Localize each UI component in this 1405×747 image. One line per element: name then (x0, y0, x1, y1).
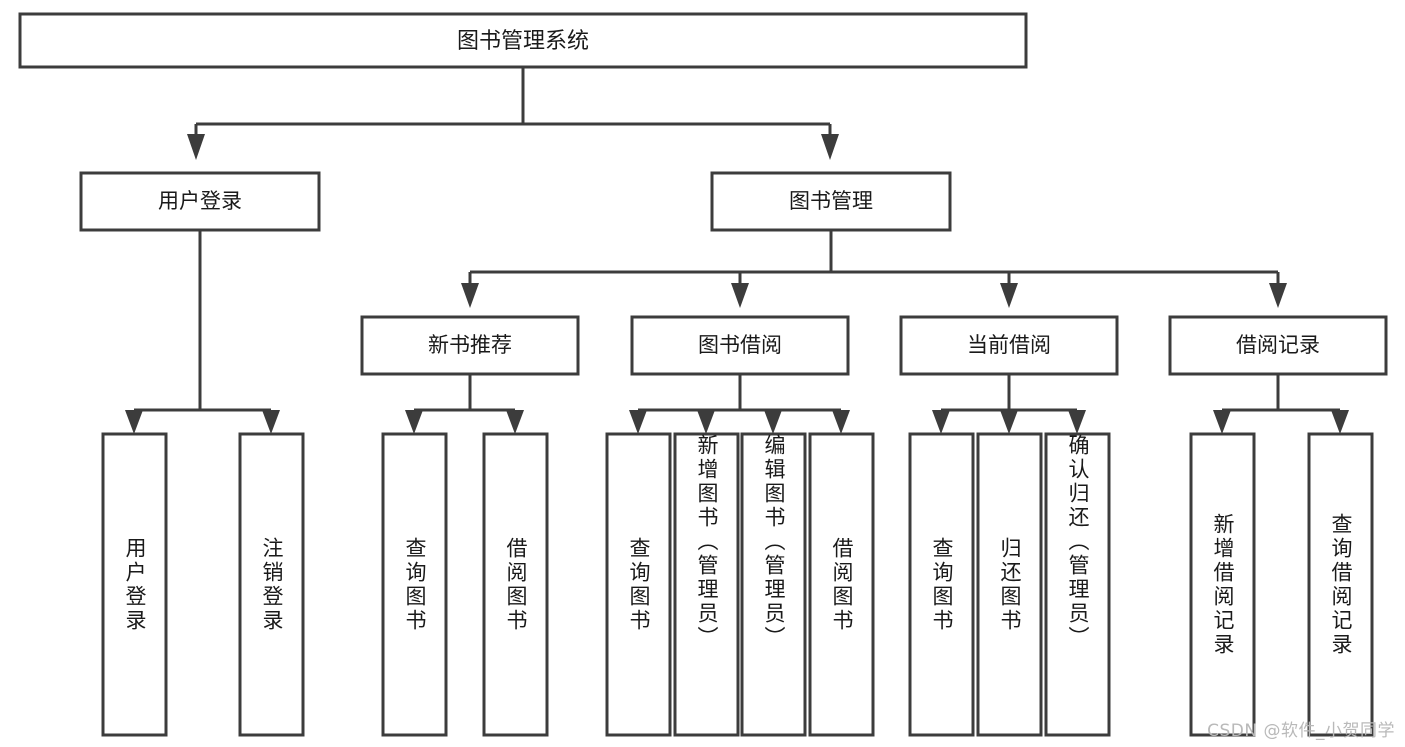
arrow-head-cb-leaf-3 (1068, 410, 1086, 434)
leaf-box-logout[interactable] (238, 432, 305, 737)
leaf-box-bb-borrow-book[interactable] (808, 432, 875, 737)
leaf-box-bb-add-book[interactable] (673, 432, 740, 737)
leaf-box-cb-confirm-return[interactable] (1044, 432, 1111, 737)
arrow-head-nb-leaf-1 (405, 410, 423, 434)
leaf-box-cb-return-book[interactable] (976, 432, 1043, 737)
user-login-label: 用户登录 (158, 189, 242, 213)
arrow-head-nb-leaf-2 (506, 410, 524, 434)
book-borrow-box[interactable] (630, 315, 850, 376)
borrow-record-label: 借阅记录 (1236, 333, 1320, 357)
book-borrow-label: 图书借阅 (698, 333, 782, 357)
current-borrow-label: 当前借阅 (967, 333, 1051, 357)
arrow-head-user-login (187, 134, 205, 160)
arrow-head-bb-leaf-3 (764, 410, 782, 434)
node-new-book-recommend[interactable]: 新书推荐 (360, 315, 580, 376)
leaf-box-user-login[interactable] (101, 432, 168, 737)
arrow-head-leaf-user-login (125, 410, 143, 434)
book-manage-label: 图书管理 (789, 189, 873, 213)
arrow-head-new-book (461, 283, 479, 308)
arrow-head-bb-leaf-2 (697, 410, 715, 434)
node-borrow-record[interactable]: 借阅记录 (1168, 315, 1388, 376)
arrow-head-borrow-record (1269, 283, 1287, 308)
arrow-head-book-manage (821, 134, 839, 160)
leaf-box-bb-query-book[interactable] (605, 432, 672, 737)
root-label: 图书管理系统 (457, 29, 589, 54)
node-book-manage[interactable]: 图书管理 (710, 171, 952, 232)
root-box[interactable] (18, 12, 1028, 69)
arrow-head-bb-leaf-1 (629, 410, 647, 434)
arrow-head-cb-leaf-2 (1000, 410, 1018, 434)
node-root[interactable]: 图书管理系统 (18, 12, 1028, 69)
node-book-borrow[interactable]: 图书借阅 (630, 315, 850, 376)
leaf-box-nb-query-book[interactable] (381, 432, 448, 737)
leaf-box-cb-query-book[interactable] (908, 432, 975, 737)
arrow-head-current-borrow (1000, 283, 1018, 308)
new-book-recommend-label: 新书推荐 (428, 333, 512, 357)
leaf-box-br-query-record[interactable] (1307, 432, 1374, 737)
arrow-head-br-leaf-1 (1213, 410, 1231, 434)
arrow-head-br-leaf-2 (1331, 410, 1349, 434)
current-borrow-box[interactable] (899, 315, 1119, 376)
node-current-borrow[interactable]: 当前借阅 (899, 315, 1119, 376)
arrow-head-cb-leaf-1 (932, 410, 950, 434)
book-manage-box[interactable] (710, 171, 952, 232)
arrow-head-book-borrow (731, 283, 749, 308)
arrow-head-leaf-logout (262, 410, 280, 434)
new-book-recommend-box[interactable] (360, 315, 580, 376)
node-user-login[interactable]: 用户登录 (79, 171, 321, 232)
leaf-box-bb-edit-book[interactable] (740, 432, 807, 737)
arrow-head-bb-leaf-4 (832, 410, 850, 434)
leaf-box-br-add-record[interactable] (1189, 432, 1256, 737)
borrow-record-box[interactable] (1168, 315, 1388, 376)
leaf-box-nb-borrow-book[interactable] (482, 432, 549, 737)
watermark-text: CSDN @软件_小贺同学 (1207, 721, 1395, 741)
